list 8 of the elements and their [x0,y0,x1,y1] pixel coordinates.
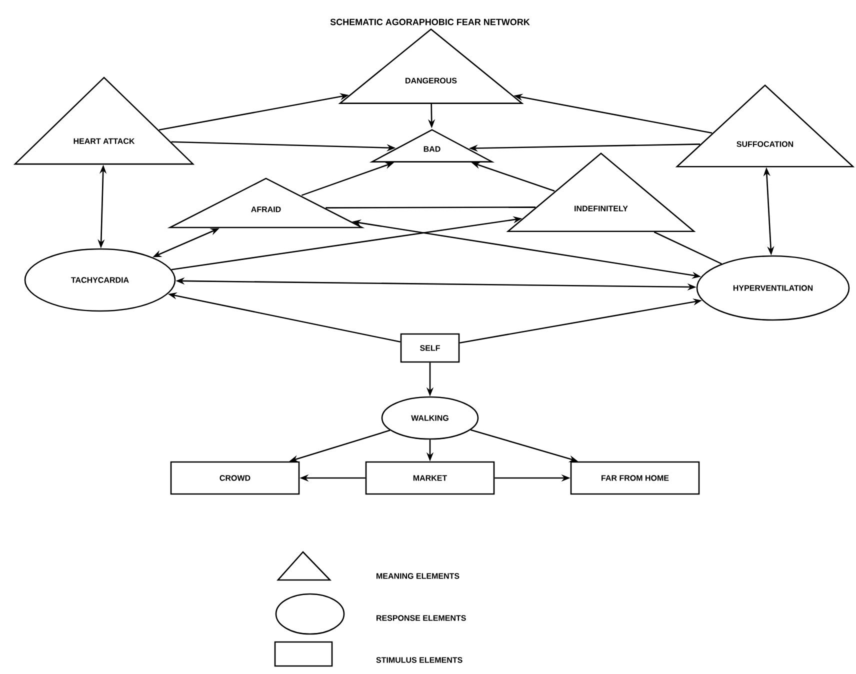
legend-text: RESPONSE ELEMENTS [376,615,466,621]
stimulus-box: FAR FROM HOME [570,461,700,495]
stimulus-box: SELF [400,333,460,363]
stimulus-box: CROWD [170,461,300,495]
title: SCHEMATIC AGORAPHOBIC FEAR NETWORK [330,18,530,26]
legend-text: MEANING ELEMENTS [376,573,460,579]
legend-text: STIMULUS ELEMENTS [376,657,462,663]
stimulus-box: MARKET [365,461,495,495]
